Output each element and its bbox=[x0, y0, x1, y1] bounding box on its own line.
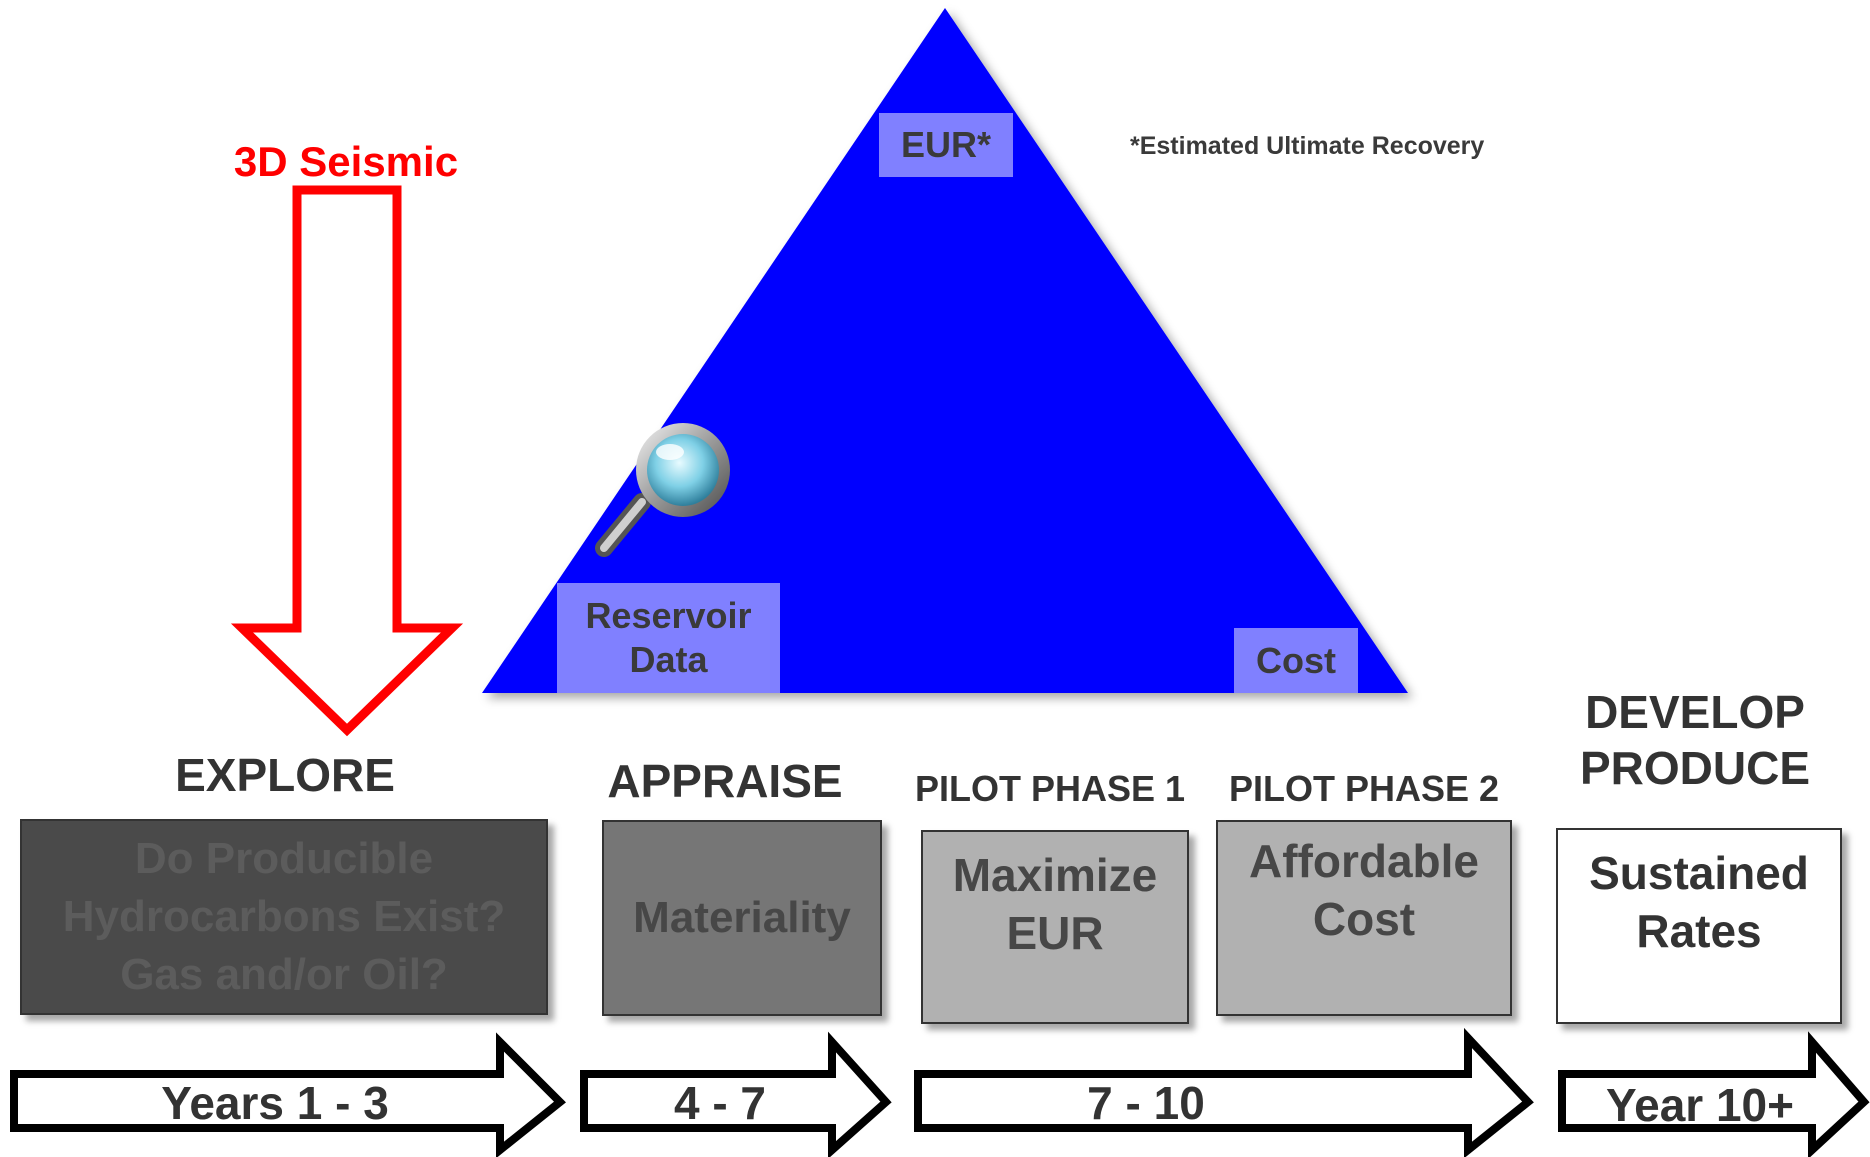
phase-title-pilot-2: PILOT PHASE 2 bbox=[1228, 768, 1500, 809]
seismic-down-arrow bbox=[230, 185, 464, 737]
phase-box-pilot-2-text: Affordable Cost bbox=[1249, 835, 1479, 945]
phase-box-explore: Do Producible Hydrocarbons Exist? Gas an… bbox=[20, 819, 548, 1015]
timeline-label-7-10: 7 - 10 bbox=[1087, 1077, 1205, 1129]
eur-triangle bbox=[482, 8, 1408, 693]
phase-box-explore-text: Do Producible Hydrocarbons Exist? Gas an… bbox=[62, 834, 506, 999]
timeline-label-years-1-3: Years 1 - 3 bbox=[161, 1077, 389, 1129]
phase-title-develop-produce: DEVELOP PRODUCE bbox=[1579, 686, 1811, 794]
phase-title-appraise: APPRAISE bbox=[607, 755, 843, 807]
triangle-label-reservoir-data: Reservoir Data bbox=[557, 583, 780, 693]
timeline-arrow-3 bbox=[914, 1027, 1534, 1157]
phase-box-appraise: Materiality bbox=[602, 820, 882, 1016]
footnote: *Estimated Ultimate Recovery bbox=[1130, 132, 1485, 160]
phase-box-develop: Sustained Rates bbox=[1556, 828, 1842, 1024]
phase-title-pilot-1: PILOT PHASE 1 bbox=[914, 768, 1186, 809]
phase-box-develop-text: Sustained Rates bbox=[1589, 847, 1809, 957]
seismic-label: 3D Seismic bbox=[233, 138, 459, 185]
phase-box-pilot-1: Maximize EUR bbox=[921, 830, 1189, 1024]
phase-box-pilot-2: Affordable Cost bbox=[1216, 820, 1512, 1016]
timeline-arrow-4 bbox=[1558, 1031, 1870, 1157]
triangle-label-cost: Cost bbox=[1234, 628, 1358, 693]
phase-box-appraise-text: Materiality bbox=[633, 893, 851, 942]
timeline-arrow-1 bbox=[10, 1032, 566, 1157]
timeline-arrow-2 bbox=[580, 1031, 892, 1157]
timeline-label-4-7: 4 - 7 bbox=[673, 1077, 767, 1129]
phase-title-explore: EXPLORE bbox=[175, 749, 395, 801]
timeline-label-year-10: Year 10+ bbox=[1605, 1079, 1795, 1131]
triangle-label-eur: EUR* bbox=[879, 113, 1013, 177]
phase-box-pilot-1-text: Maximize EUR bbox=[952, 849, 1158, 959]
magnifier-icon bbox=[595, 423, 730, 557]
